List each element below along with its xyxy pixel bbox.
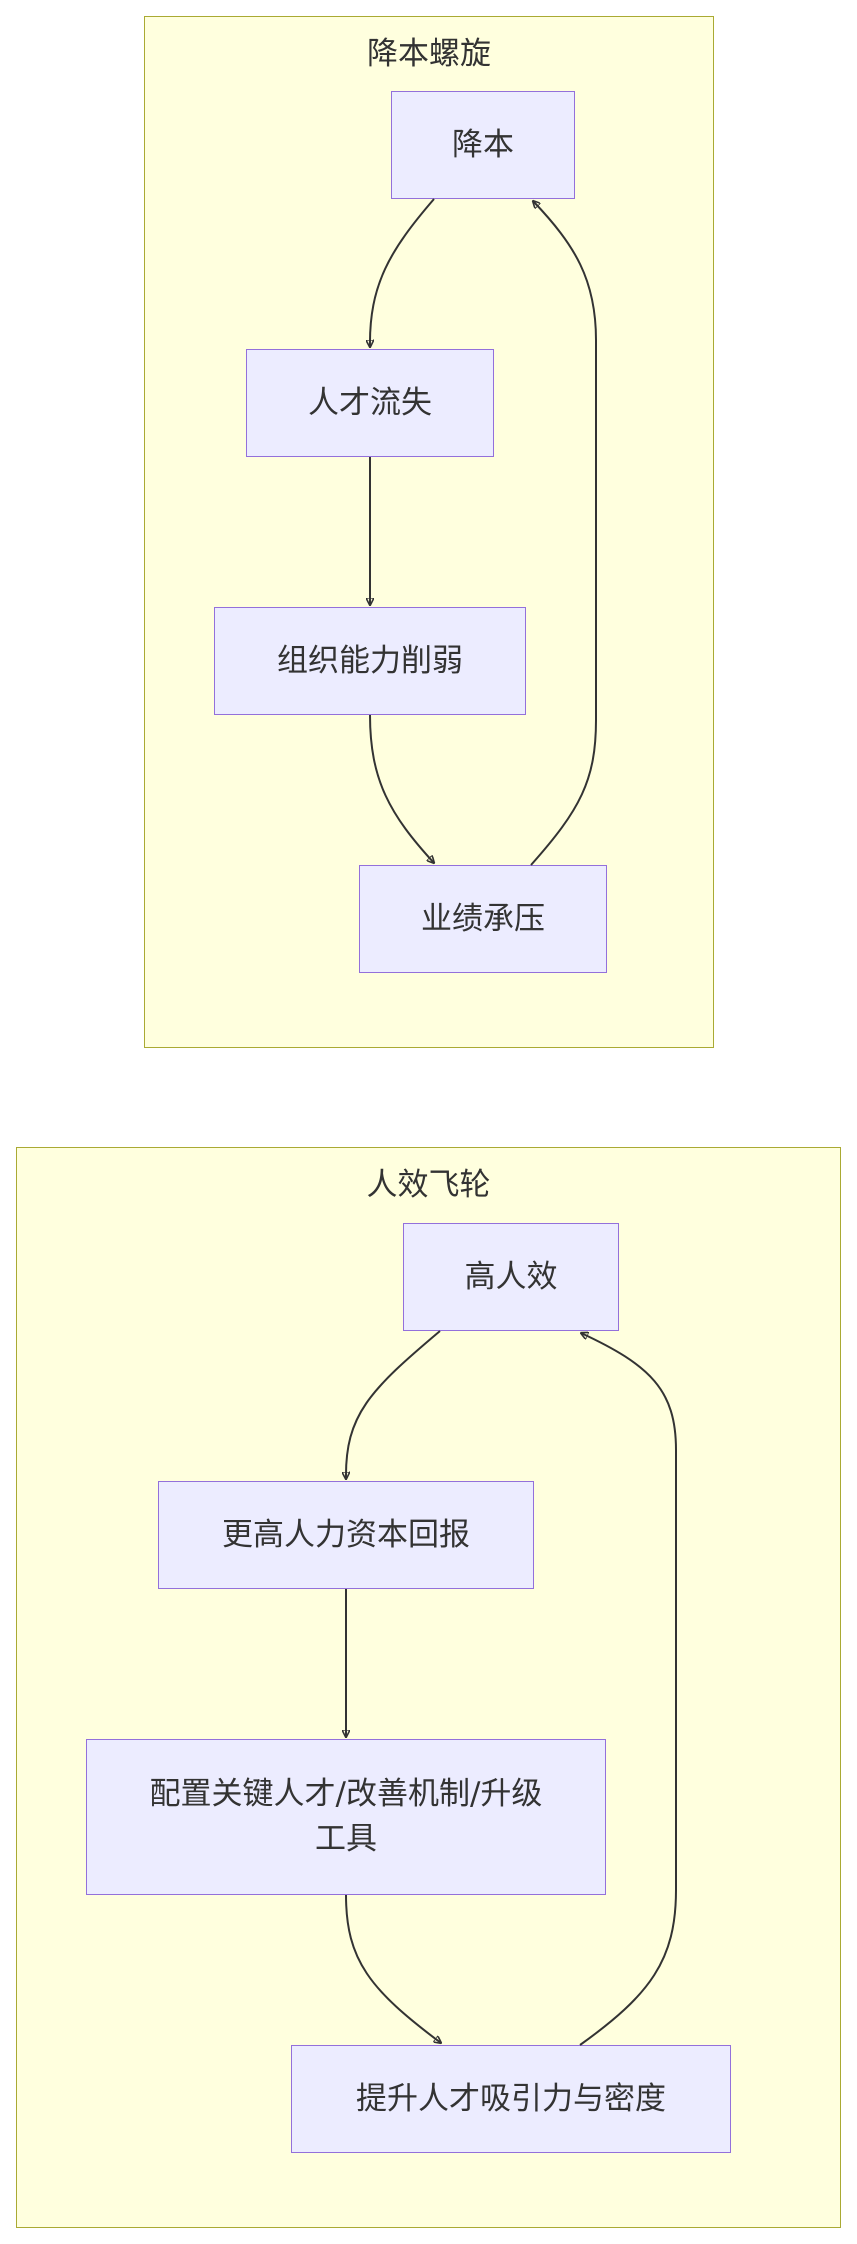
node-org-capability-weakened[interactable]: 组织能力削弱	[214, 607, 526, 715]
cluster-title-efficiency-flywheel: 人效飞轮	[366, 1167, 491, 1203]
node-talent-loss[interactable]: 人才流失	[246, 349, 494, 457]
node-cost-reduction[interactable]: 降本	[391, 91, 575, 199]
node-key-talent-mechanism-tools[interactable]: 配置关键人才/改善机制/升级工具	[86, 1739, 606, 1895]
cluster-title-cost-spiral: 降本螺旋	[367, 36, 491, 72]
node-high-efficiency[interactable]: 高人效	[403, 1223, 619, 1331]
node-talent-attraction-density[interactable]: 提升人才吸引力与密度	[291, 2045, 731, 2153]
node-higher-capital-return[interactable]: 更高人力资本回报	[158, 1481, 534, 1589]
node-performance-pressure[interactable]: 业绩承压	[359, 865, 607, 973]
